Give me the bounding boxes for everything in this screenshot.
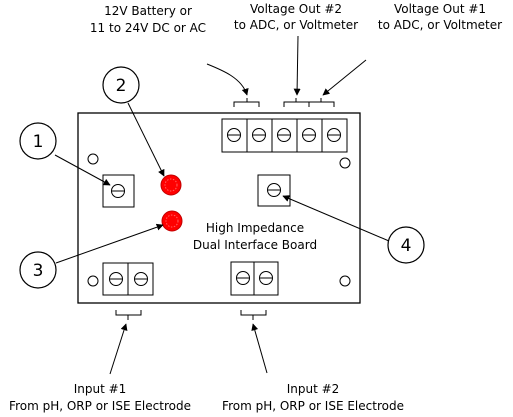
input2-arrow	[251, 323, 268, 374]
vout2-label-line2: to ADC, or Voltmeter	[234, 18, 358, 32]
screw-terminal-icon	[327, 128, 341, 142]
input1-brace	[115, 310, 142, 320]
vout2-brace	[283, 98, 310, 107]
screw-terminal-icon	[252, 128, 266, 142]
callout-1: 1	[19, 122, 57, 160]
screw-terminal-icon	[109, 272, 123, 286]
callout-3-number: 3	[33, 261, 44, 281]
mounting-hole-icon	[339, 157, 351, 169]
power-label-line2: 11 to 24V DC or AC	[90, 21, 206, 35]
led-indicator-icon	[160, 174, 182, 196]
input2-terminal-block	[230, 261, 279, 296]
input1-arrow	[109, 323, 128, 375]
trim-potentiometer-icon	[102, 174, 135, 208]
vout1-brace	[308, 98, 335, 107]
vout1-label-line2: to ADC, or Voltmeter	[378, 18, 502, 32]
input2-label-line2: From pH, ORP or ISE Electrode	[222, 399, 404, 413]
screw-terminal-icon	[277, 128, 291, 142]
callout-4-number: 4	[401, 236, 412, 256]
callout-3: 3	[19, 251, 57, 289]
screw-terminal-icon	[236, 271, 250, 285]
power-brace	[233, 98, 260, 107]
screw-terminal-icon	[134, 272, 148, 286]
input1-label-line2: From pH, ORP or ISE Electrode	[9, 399, 191, 413]
callout-2-arrow	[127, 102, 165, 177]
top-terminal-block	[221, 118, 348, 153]
input1-label-line1: Input #1	[74, 382, 127, 396]
input2-label-line1: Input #2	[287, 382, 340, 396]
callout-1-arrow	[54, 154, 111, 186]
callout-4-arrow	[282, 195, 390, 242]
power-arrow	[206, 63, 249, 96]
vout2-label-line1: Voltage Out #2	[250, 2, 342, 16]
mounting-hole-icon	[339, 275, 351, 287]
mounting-hole-icon	[87, 153, 99, 165]
screw-terminal-icon	[302, 128, 316, 142]
input1-terminal-block	[102, 262, 154, 296]
trim-potentiometer-icon	[257, 174, 291, 207]
callout-2: 2	[102, 66, 140, 104]
board-title-line2: Dual Interface Board	[193, 238, 317, 252]
callout-4: 4	[387, 226, 425, 264]
mounting-hole-icon	[87, 275, 99, 287]
callout-1-number: 1	[33, 132, 44, 152]
led-indicator-icon	[161, 210, 183, 232]
screw-terminal-icon	[227, 128, 241, 142]
vout2-arrow	[293, 35, 301, 96]
input2-brace	[240, 310, 267, 320]
vout1-label-line1: Voltage Out #1	[394, 2, 486, 16]
board-title-line1: High Impedance	[206, 221, 304, 235]
callout-2-number: 2	[116, 76, 127, 96]
screw-terminal-icon	[259, 271, 273, 285]
vout1-arrow	[322, 59, 367, 96]
callout-3-arrow	[55, 223, 164, 264]
power-label-line1: 12V Battery or	[104, 4, 192, 18]
